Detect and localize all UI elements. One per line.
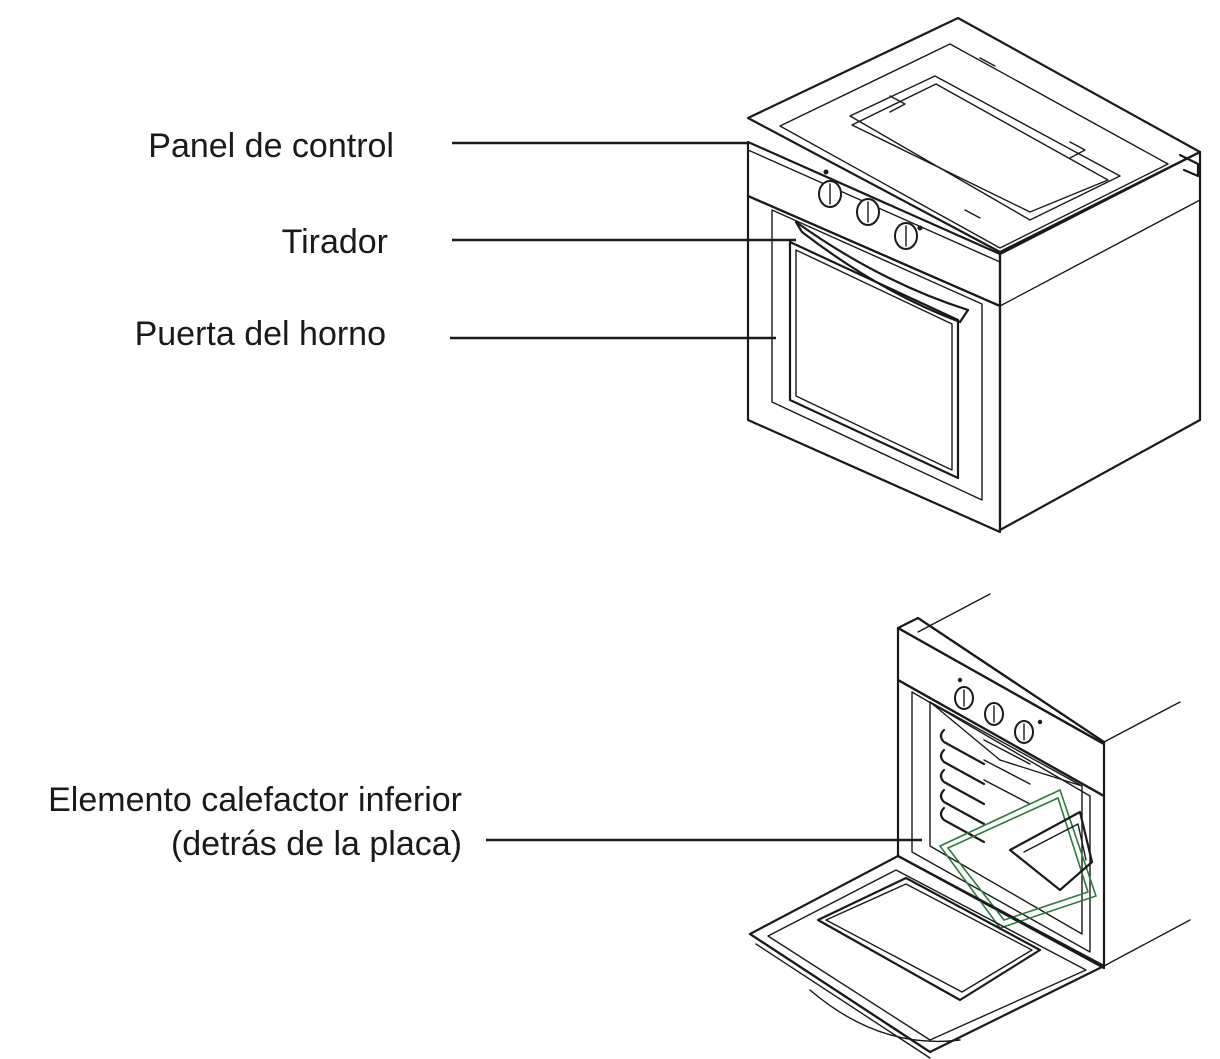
label-lower-heating-element-line1: Elemento calefactor inferior [48, 781, 462, 819]
knob-2 [856, 198, 880, 226]
handle-drawing [794, 220, 970, 324]
knob-open-1 [954, 686, 974, 710]
label-lower-heating-element-line2: (detrás de la placa) [170, 825, 462, 863]
label-lower-heating-element: Elemento calefactor inferior (detrás de … [0, 778, 462, 866]
open-door [748, 854, 1106, 1054]
label-control-panel: Panel de control [148, 127, 394, 165]
oven-closed [746, 16, 1202, 534]
knob-open-2 [984, 702, 1004, 726]
knob-1 [818, 180, 842, 208]
label-oven-door: Puerta del horno [134, 315, 386, 353]
label-handle: Tirador [281, 223, 388, 261]
knob-open-3 [1014, 720, 1034, 744]
side-rack [939, 728, 1031, 844]
glass-tray [938, 788, 1098, 929]
knob-3 [894, 222, 918, 250]
oven-open [748, 593, 1191, 1059]
